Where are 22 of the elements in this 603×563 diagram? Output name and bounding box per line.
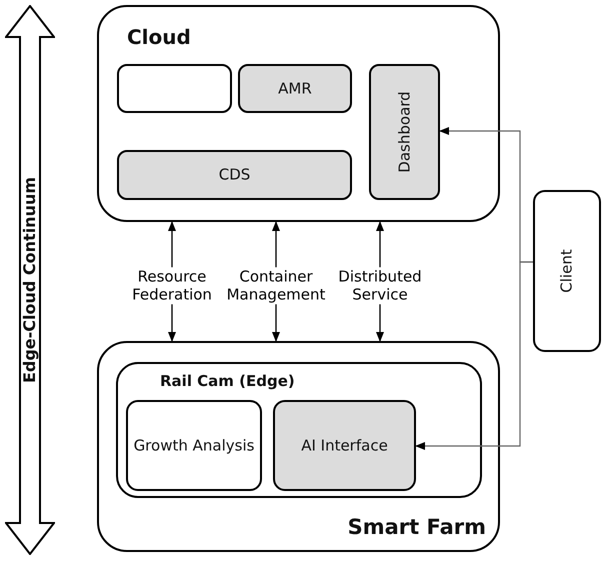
- box-label: AMR: [277, 79, 313, 98]
- process-box: [238, 64, 352, 113]
- box-label: Growth Analysis: [132, 436, 256, 455]
- process-box: [369, 64, 440, 200]
- process-box: [533, 190, 601, 352]
- process-box: [117, 64, 232, 113]
- box-label: AI Interface: [300, 436, 389, 455]
- box-label: Client: [558, 249, 576, 293]
- box-label: CDS: [218, 166, 252, 184]
- group-box: [97, 341, 500, 552]
- group-title: Smart Farm: [348, 514, 486, 540]
- box-label: Edge-Cloud Continuum: [20, 176, 40, 384]
- process-box: [126, 400, 262, 491]
- group-box: [116, 362, 482, 498]
- group-title: Cloud: [127, 25, 191, 50]
- process-box: [117, 150, 352, 200]
- group-title: Rail Cam (Edge): [160, 372, 295, 391]
- group-box: [97, 5, 500, 222]
- arrow: [415, 261, 533, 450]
- box-label: Dashboard: [395, 91, 414, 173]
- process-box: [273, 400, 416, 491]
- double-arrow: [5, 5, 55, 555]
